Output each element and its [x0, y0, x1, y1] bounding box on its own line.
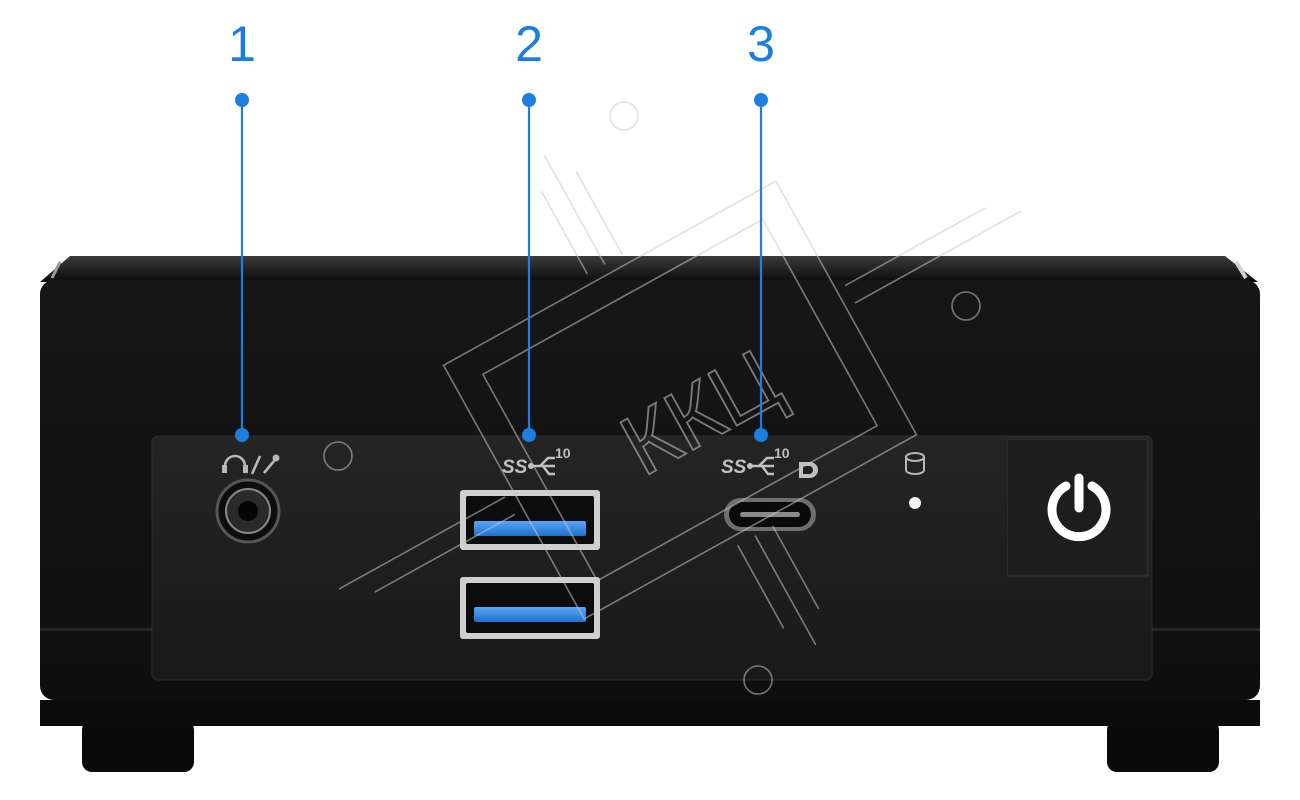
audio-jack[interactable]: [215, 478, 281, 544]
callout-lines: [235, 93, 768, 442]
storage-led: [909, 497, 921, 509]
superspeed-usb-icon: SS 10: [502, 445, 571, 478]
superspeed-mark-c: SS: [721, 457, 747, 478]
top-cover: [40, 256, 1258, 282]
callout-number-1: 1: [228, 16, 256, 72]
power-icon: [1047, 473, 1111, 542]
right-foot: [1107, 720, 1219, 772]
headphone-mic-icon: [222, 454, 280, 475]
storage-activity-icon: [905, 452, 925, 475]
usb-c-port[interactable]: [724, 498, 816, 531]
usb-a-port-bottom[interactable]: [460, 577, 600, 639]
left-foot: [82, 720, 194, 772]
callout-number-3: 3: [747, 16, 775, 72]
power-button[interactable]: [1008, 440, 1146, 574]
usb-a-speed-label: 10: [555, 445, 571, 461]
callout-number-2: 2: [515, 16, 543, 72]
superspeed-mark: SS: [502, 457, 528, 478]
usb-c-speed-label: 10: [774, 445, 790, 461]
io-panel: [151, 435, 1153, 681]
